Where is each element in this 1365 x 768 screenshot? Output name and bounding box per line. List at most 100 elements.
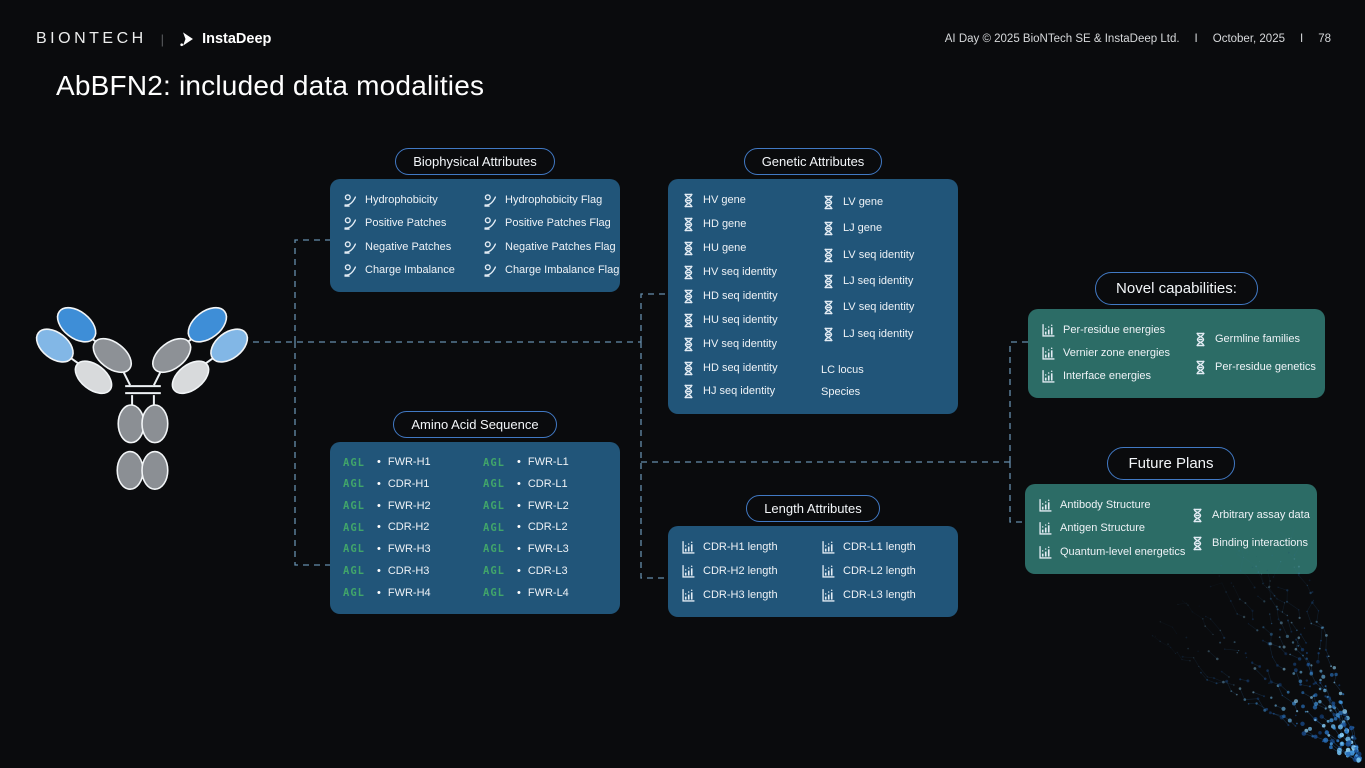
amino-col-left: AGL FWR-H1 AGL CDR-H1 AGL FWR-H2 AGL CDR… <box>343 452 483 604</box>
panel-amino-acid-sequence: Amino Acid Sequence AGL FWR-H1 AGL CDR-H… <box>330 411 620 614</box>
sequence-prefix: AGL <box>343 456 365 469</box>
date-text: October, 2025 <box>1212 33 1285 45</box>
attribute-label: FWR-L3 <box>527 543 569 556</box>
antibody-illustration <box>35 306 249 490</box>
sequence-prefix: AGL <box>483 521 505 534</box>
sequence-prefix: AGL <box>343 586 365 599</box>
panel-label: Length Attributes <box>764 501 862 516</box>
attribute-label: CDR-H2 <box>387 521 430 534</box>
attribute-label: Negative Patches Flag <box>505 240 616 253</box>
length-col-right: CDR-L1 length CDR-L2 length CDR-L3 lengt… <box>821 536 945 607</box>
attribute-item: AGL FWR-L2 <box>483 499 607 512</box>
dna-icon <box>1193 332 1208 347</box>
attribute-item: CDR-L3 length <box>821 588 945 603</box>
attribute-item: Arbitrary assay data <box>1190 508 1310 523</box>
attribute-label: LJ gene <box>843 222 883 235</box>
attribute-label: HU seq identity <box>703 313 778 326</box>
chart-icon <box>821 588 836 603</box>
attribute-item: Hydrophobicity <box>343 193 483 208</box>
attribute-label: FWR-L2 <box>527 499 569 512</box>
length-body: CDR-H1 length CDR-H2 length CDR-H3 lengt… <box>668 526 958 617</box>
attribute-item: HD seq identity <box>681 289 821 304</box>
attribute-item: Germline families <box>1193 332 1312 347</box>
scale-icon <box>343 216 358 231</box>
attribute-item: CDR-H3 length <box>681 588 821 603</box>
dna-icon <box>681 265 696 280</box>
header-meta: AI Day © 2025 BioNTech SE & InstaDeep Lt… <box>945 33 1331 45</box>
attribute-item: Charge Imbalance <box>343 263 483 278</box>
attribute-item: AGL CDR-L3 <box>483 564 607 577</box>
attribute-label: Positive Patches <box>365 217 447 230</box>
dna-icon <box>821 274 836 289</box>
panel-future-plans: Future Plans Antibody Structure Antigen … <box>1025 447 1317 574</box>
scale-icon <box>483 263 498 278</box>
attribute-label: Per-residue genetics <box>1215 361 1316 373</box>
panel-label: Genetic Attributes <box>761 154 865 169</box>
attribute-item: CDR-H2 length <box>681 564 821 579</box>
dna-icon <box>821 300 836 315</box>
attribute-label: CDR-L3 <box>527 564 568 577</box>
attribute-label: Charge Imbalance <box>365 263 455 276</box>
attribute-label: CDR-H1 <box>387 478 430 491</box>
attribute-label: CDR-L3 length <box>843 588 916 601</box>
attribute-item: LJ seq identity <box>821 274 945 289</box>
bullet-marker <box>377 479 381 490</box>
logo-group: BIONTECH | InstaDeep <box>36 30 271 48</box>
attribute-item: Positive Patches <box>343 216 483 231</box>
attribute-item: CDR-L2 length <box>821 564 945 579</box>
attribute-label: Charge Imbalance Flag <box>505 263 620 276</box>
chart-icon <box>1038 545 1053 560</box>
attribute-label: LJ seq identity <box>843 275 914 288</box>
biophysical-body: Hydrophobicity Positive Patches Negative… <box>330 179 620 292</box>
sequence-prefix: AGL <box>483 478 505 491</box>
sequence-prefix: AGL <box>343 521 365 534</box>
panel-genetic: Genetic Attributes HV gene HD gene HU ge… <box>668 148 958 414</box>
chart-icon <box>681 540 696 555</box>
attribute-label: Arbitrary assay data <box>1212 508 1310 521</box>
biontech-logo: BIONTECH <box>36 30 147 47</box>
chart-icon <box>1041 323 1056 338</box>
chart-icon <box>821 540 836 555</box>
biophysical-col-right: Hydrophobicity Flag Positive Patches Fla… <box>483 189 619 282</box>
dna-icon <box>681 361 696 376</box>
attribute-label: CDR-L2 length <box>843 564 916 577</box>
biophysical-label-pill: Biophysical Attributes <box>395 148 555 175</box>
attribute-label: LJ seq identity <box>843 327 914 340</box>
attribute-label: HD seq identity <box>703 361 778 374</box>
sequence-prefix: AGL <box>483 543 505 556</box>
attribute-label: Negative Patches <box>365 240 452 253</box>
attribute-label: CDR-L2 <box>527 521 568 534</box>
dna-icon <box>821 327 836 342</box>
attribute-item: AGL FWR-H2 <box>343 500 483 512</box>
amino-body: AGL FWR-H1 AGL CDR-H1 AGL FWR-H2 AGL CDR… <box>330 442 620 614</box>
attribute-item: LV seq identity <box>821 300 945 315</box>
biophysical-col-left: Hydrophobicity Positive Patches Negative… <box>343 189 483 282</box>
attribute-label: FWR-L4 <box>527 586 569 599</box>
sequence-prefix: AGL <box>343 543 365 556</box>
chart-icon <box>681 588 696 603</box>
genetic-body: HV gene HD gene HU gene HV seq identity … <box>668 179 958 414</box>
attribute-label: FWR-H3 <box>387 543 431 556</box>
attribute-label: LC locus <box>821 363 864 376</box>
sequence-prefix: AGL <box>483 586 505 599</box>
panel-label: Biophysical Attributes <box>413 154 537 169</box>
dna-icon <box>821 221 836 236</box>
attribute-label: HV gene <box>703 194 746 207</box>
instadeep-arrow-icon <box>180 32 194 47</box>
attribute-label: CDR-L1 length <box>843 541 916 554</box>
attribute-label: Per-residue energies <box>1063 324 1166 336</box>
dna-icon <box>681 217 696 232</box>
logo-separator: | <box>160 31 165 47</box>
attribute-label: CDR-H1 length <box>703 541 778 554</box>
attribute-item: HU seq identity <box>681 313 821 328</box>
attribute-label: Hydrophobicity Flag <box>505 194 603 207</box>
dna-icon <box>681 337 696 352</box>
novel-label-pill: Novel capabilities: <box>1095 272 1258 305</box>
attribute-item: LV seq identity <box>821 248 945 263</box>
dna-icon <box>821 195 836 210</box>
attribute-label: Interface energies <box>1063 370 1152 382</box>
instadeep-logo: InstaDeep <box>178 30 271 48</box>
dna-icon <box>1193 360 1208 375</box>
bullet-marker <box>377 588 381 599</box>
